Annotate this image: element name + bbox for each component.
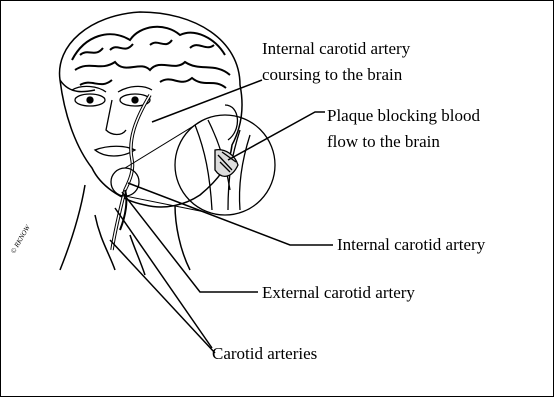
brain-gyri <box>72 27 230 88</box>
leader-internal-carotid <box>128 183 333 245</box>
leader-lines <box>110 80 333 353</box>
magnified-artery <box>195 120 250 210</box>
carotid-vessel <box>112 95 150 250</box>
label-internal-carotid: Internal carotid artery <box>337 234 485 255</box>
leader-internal-to-brain <box>152 80 262 122</box>
nose <box>106 100 126 135</box>
label-internal-to-brain-1: Internal carotid artery <box>262 38 410 59</box>
label-carotid-arteries: Carotid arteries <box>212 343 317 364</box>
label-plaque-2: flow to the brain <box>327 131 440 152</box>
label-plaque-1: Plaque blocking blood <box>327 105 480 126</box>
label-external-carotid: External carotid artery <box>262 282 415 303</box>
label-internal-to-brain-2: coursing to the brain <box>262 64 402 85</box>
leader-carotid-arteries <box>115 208 212 348</box>
leader-plaque <box>228 112 325 160</box>
mouth <box>95 146 135 156</box>
